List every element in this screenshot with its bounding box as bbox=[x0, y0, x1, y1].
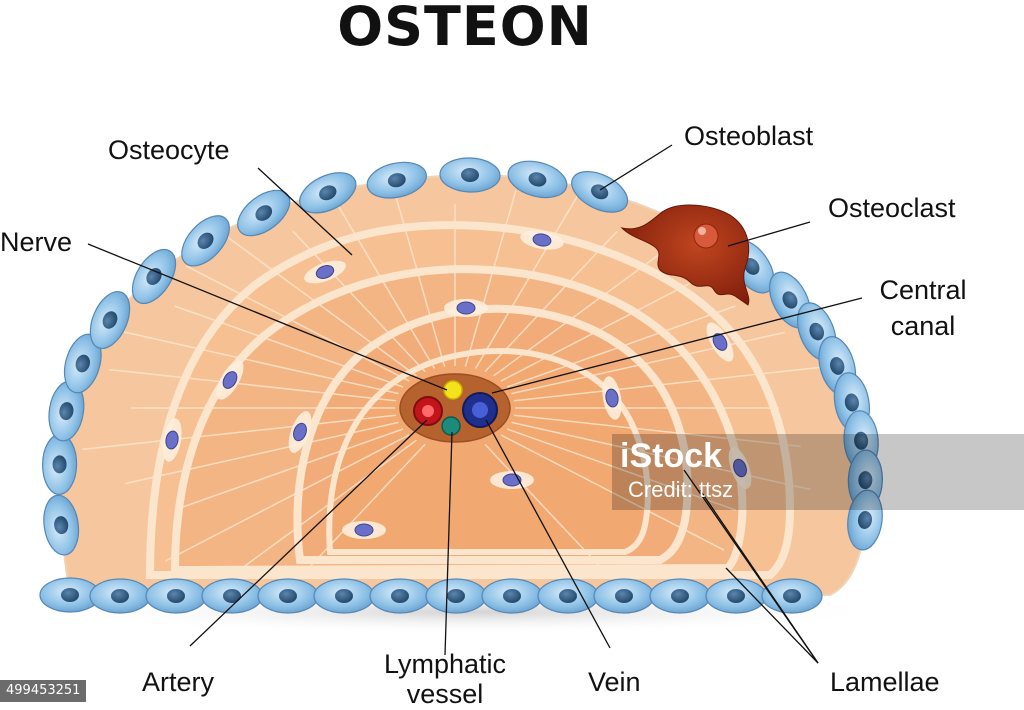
leader-lamellae-1 bbox=[725, 567, 819, 664]
leader-osteocyte bbox=[257, 167, 353, 256]
canaliculus-line bbox=[174, 428, 404, 511]
osteoclast-cell bbox=[620, 204, 750, 306]
osteocyte-cell bbox=[602, 376, 622, 420]
artery-lumen bbox=[422, 405, 434, 417]
watermark-brand: iStock bbox=[620, 437, 723, 475]
osteoblast-cell bbox=[145, 578, 207, 614]
canaliculus-line bbox=[292, 230, 426, 373]
osteocyte-cell bbox=[728, 447, 752, 489]
osteoblast-cell bbox=[299, 172, 357, 214]
leader-artery bbox=[189, 419, 428, 647]
osteoblast-cell bbox=[705, 578, 767, 614]
osteoblast-cell bbox=[313, 578, 375, 614]
osteoblast-cell bbox=[537, 578, 599, 614]
canaliculi-lines bbox=[82, 173, 828, 586]
stock-id: 499453251 bbox=[0, 680, 87, 702]
osteocyte-cell bbox=[444, 299, 488, 317]
label-lymphatic-vessel: Lymphatic vessel bbox=[360, 648, 530, 710]
label-osteoclast: Osteoclast bbox=[828, 193, 956, 223]
osteoblast-cell bbox=[181, 215, 230, 267]
canaliculus-line bbox=[292, 443, 426, 586]
label-nerve: Nerve bbox=[0, 227, 73, 257]
canaliculus-line bbox=[474, 183, 585, 369]
osteoblast-cell bbox=[201, 578, 263, 614]
leader-osteoclast bbox=[727, 221, 811, 247]
osteoblast-cell bbox=[649, 578, 711, 614]
nerve-dot bbox=[443, 380, 463, 400]
osteocyte-cell bbox=[304, 260, 346, 284]
lymph-dot bbox=[441, 416, 461, 436]
label-central-canal-line2: canal bbox=[890, 311, 956, 341]
osteoblast-chain bbox=[39, 157, 883, 614]
canaliculus-line bbox=[514, 365, 828, 402]
osteoclast-highlight bbox=[698, 227, 706, 235]
osteoblast-cell bbox=[41, 433, 78, 495]
label-vein: Vein bbox=[588, 667, 641, 697]
canaliculus-line bbox=[511, 421, 811, 491]
vein-lumen bbox=[472, 402, 488, 418]
osteocyte-cell bbox=[490, 471, 534, 489]
canaliculus-line bbox=[464, 190, 517, 367]
watermark-credit: Credit: ttsz bbox=[628, 477, 734, 502]
canaliculus-line bbox=[506, 305, 736, 388]
canaliculus-line bbox=[514, 414, 801, 448]
canaliculus-line bbox=[334, 199, 436, 369]
osteocyte-cell bbox=[288, 411, 312, 453]
diagram-title: OSTEON bbox=[337, 0, 593, 58]
canaliculus-line bbox=[99, 325, 399, 395]
label-osteoblast: Osteoblast bbox=[684, 121, 814, 151]
canaliculus-line bbox=[165, 434, 410, 562]
osteoblast-cell bbox=[257, 578, 319, 614]
leader-vein bbox=[485, 419, 611, 649]
canaliculus-line bbox=[493, 238, 682, 377]
canaliculus-line bbox=[185, 265, 410, 382]
leader-osteoblast bbox=[599, 144, 673, 191]
osteocyte-cell bbox=[520, 230, 564, 250]
osteoblast-cell bbox=[507, 160, 568, 199]
label-osteocyte: Osteocyte bbox=[108, 135, 230, 165]
canaliculus-line bbox=[511, 331, 785, 395]
osteoblast-cell bbox=[481, 578, 543, 614]
osteoblast-cell bbox=[847, 489, 883, 551]
label-central-canal-line1: Central bbox=[879, 275, 967, 305]
leader-nerve bbox=[87, 243, 448, 391]
canaliculus-line bbox=[109, 368, 396, 402]
osteocyte-cell bbox=[342, 521, 386, 539]
canaliculus-line bbox=[211, 225, 417, 377]
canaliculus-line bbox=[500, 434, 725, 551]
label-lymphatic-line1: Lymphatic bbox=[383, 649, 507, 679]
osteocytes-group bbox=[162, 230, 752, 539]
osteoblast-cell bbox=[89, 291, 131, 349]
osteocyte-cell bbox=[162, 418, 182, 462]
osteocyte-cell bbox=[216, 360, 244, 400]
label-lamellae: Lamellae bbox=[830, 667, 940, 697]
osteoblast-cell bbox=[425, 578, 487, 614]
canaliculus-line bbox=[484, 230, 618, 373]
canaliculus-line bbox=[125, 421, 399, 485]
label-lymphatic-line2: vessel bbox=[406, 679, 484, 709]
canaliculus-line bbox=[388, 173, 446, 367]
canaliculus-line bbox=[174, 305, 404, 388]
leader-central-canal bbox=[491, 297, 863, 394]
osteoblast-cell bbox=[89, 578, 151, 614]
osteocyte-cell bbox=[706, 322, 734, 362]
osteoblast-cell bbox=[439, 157, 501, 193]
osteoblast-cell bbox=[593, 578, 655, 614]
osteoblast-cell bbox=[39, 577, 101, 613]
canaliculus-line bbox=[506, 428, 736, 511]
label-central-canal: Central canal bbox=[868, 274, 978, 342]
canaliculus-line bbox=[484, 443, 618, 586]
label-artery: Artery bbox=[142, 667, 215, 697]
leader-lymphatic bbox=[444, 431, 453, 656]
leader-lamellae-3 bbox=[683, 469, 819, 664]
canaliculus-line bbox=[82, 414, 396, 451]
osteoclast-nucleus bbox=[693, 223, 719, 249]
osteoblast-cell bbox=[369, 578, 431, 614]
osteoblast-cell bbox=[43, 494, 80, 556]
watermark-box bbox=[612, 434, 1024, 510]
canaliculus-line bbox=[228, 439, 417, 578]
leader-lines bbox=[87, 144, 863, 664]
